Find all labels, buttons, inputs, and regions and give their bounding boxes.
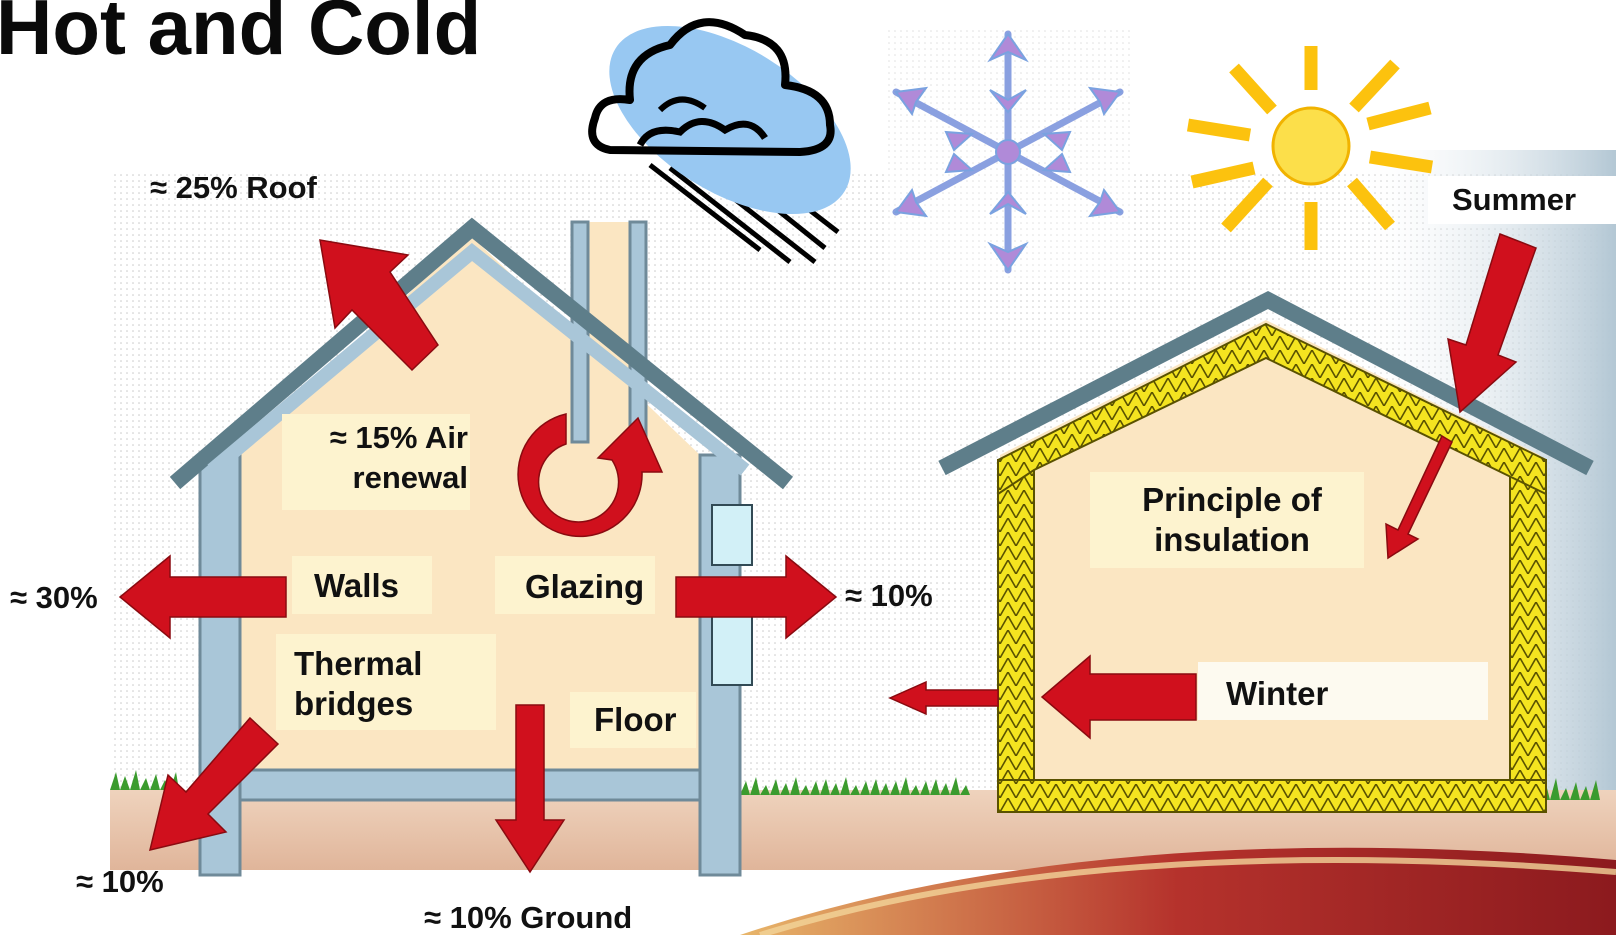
floor-slab: [238, 768, 702, 802]
label-panel: [292, 556, 432, 614]
thermal-bridges-label: Thermal bridges: [294, 644, 422, 724]
roof-loss-label: ≈ 25% Roof: [150, 170, 317, 205]
insulation-right: [1509, 459, 1547, 806]
label-panel: [276, 634, 496, 730]
grass: [740, 777, 970, 795]
insulation-roof: [997, 322, 1547, 496]
rain-cloud-icon: [588, 18, 851, 264]
summer-label: Summer: [1452, 182, 1577, 217]
label-panel: [1198, 662, 1488, 720]
chimney-wall-right: [628, 220, 648, 444]
page-title: Hot and Cold: [0, 0, 482, 71]
ground-loss-arrow: [494, 704, 566, 874]
insulated-roof: [938, 290, 1594, 476]
summer-sun-arrow: [1447, 233, 1537, 414]
window-pane: [711, 504, 753, 566]
insulation-principle-line2: insulation: [1154, 521, 1310, 558]
glazing-percent-label: ≈ 10%: [845, 578, 933, 613]
thermal-bridges-percent-label: ≈ 10%: [76, 864, 164, 899]
label-panel: [495, 556, 655, 614]
ground-loss-label: ≈ 10% Ground: [424, 900, 633, 935]
winter-small-arrow: [888, 680, 999, 716]
winter-loss-arrow: [1040, 654, 1197, 740]
thermal-bridges-line2: bridges: [294, 685, 414, 722]
bottom-swoosh: [740, 847, 1616, 935]
old-roof: [169, 217, 794, 490]
insulation-floor: [997, 779, 1547, 813]
thermal-bridges-line1: Thermal: [294, 645, 423, 682]
old-roof-inner: [207, 242, 750, 476]
air-renewal-label: ≈ 15% Air renewal: [312, 418, 468, 498]
insulation-arrows: [888, 233, 1537, 740]
heat-loss-arrows: [118, 239, 838, 874]
air-renewal-arrow: [517, 413, 664, 538]
insulation-left: [997, 459, 1035, 806]
insulation-principle-line1: Principle of: [1142, 481, 1322, 518]
label-panel: [570, 692, 696, 748]
air-renewal-line1: ≈ 15% Air: [329, 420, 468, 455]
walls-label: Walls: [314, 567, 399, 604]
summer-internal-arrow: [1385, 434, 1453, 560]
walls-loss-arrow: [118, 554, 287, 640]
floor-label: Floor: [594, 701, 677, 738]
sun-icon: [1186, 46, 1434, 250]
glazing-label: Glazing: [525, 568, 645, 605]
roof-loss-arrow: [319, 239, 439, 372]
snowflake-icon: [884, 30, 1130, 280]
insulation-principle-label: Principle of insulation: [1100, 480, 1364, 560]
winter-label: Winter: [1226, 675, 1329, 712]
grass: [1540, 778, 1600, 800]
walls-percent-label: ≈ 30%: [10, 580, 98, 615]
thermal-bridge-arrow: [148, 716, 280, 852]
grass: [110, 770, 179, 790]
bottom-swoosh-highlight: [759, 857, 1616, 935]
label-panel: [282, 414, 470, 510]
label-panel: [1428, 176, 1616, 224]
air-renewal-line2: renewal: [352, 460, 468, 495]
glazing-loss-arrow: [675, 554, 838, 640]
label-panel: [1090, 472, 1364, 568]
